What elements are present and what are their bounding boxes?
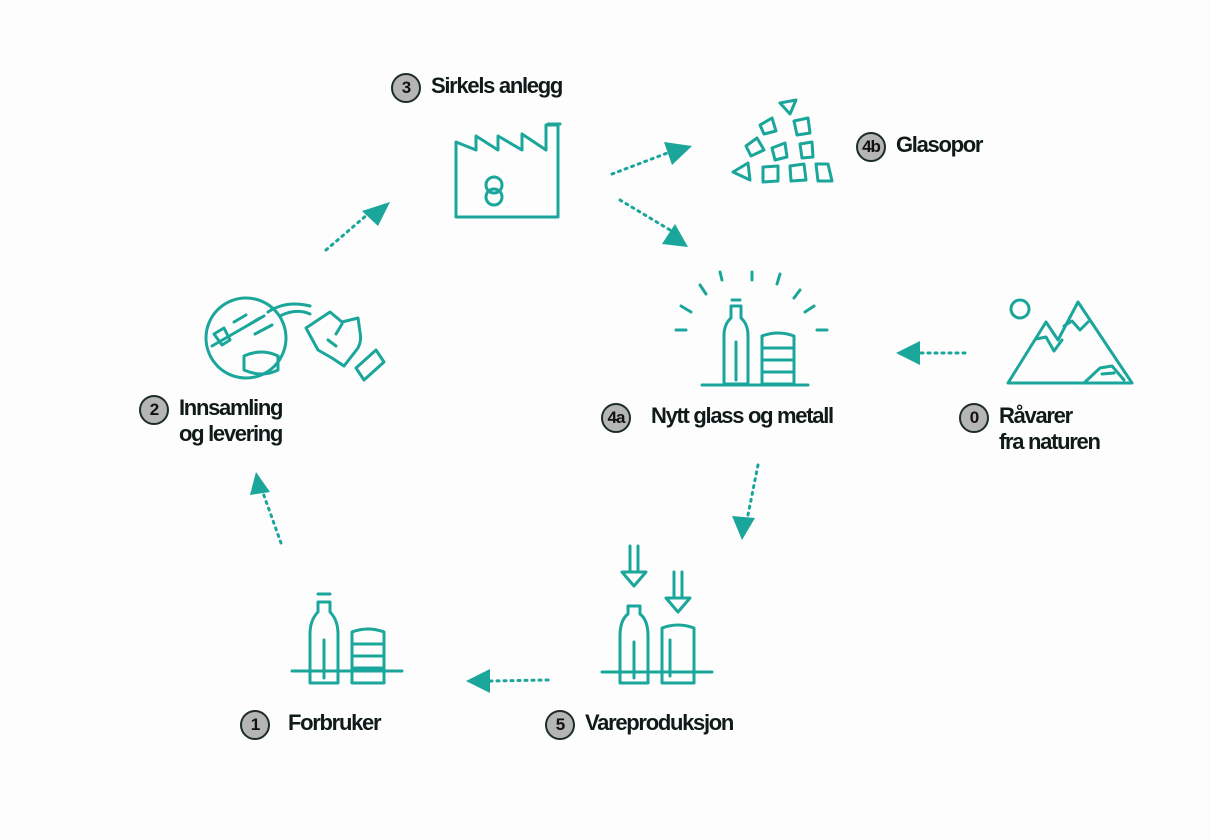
node-2-label-line-1: Innsamling: [179, 395, 283, 420]
step-badge-0: 0: [959, 403, 989, 433]
node-0-label: Råvarer fra naturen: [999, 403, 1101, 455]
node-4a-label: Nytt glass og metall: [651, 403, 834, 429]
node-4b-glasopor: 4b Glasopor: [856, 132, 983, 162]
bottle-and-can-icon: [290, 592, 404, 685]
node-3-label: Sirkels anlegg: [431, 73, 563, 99]
step-badge-1: 1: [240, 710, 270, 740]
flow-arrow-5-to-1: [466, 669, 550, 693]
recycling-bin-hand-icon: [204, 296, 386, 382]
node-1-consumer: 1 Forbruker: [240, 710, 382, 740]
flow-arrow-0-to-4a: [896, 341, 967, 365]
node-4a-label-line-1: Nytt glass og metall: [651, 403, 834, 428]
node-4b-label: Glasopor: [896, 132, 983, 158]
new-bottle-and-can-icon: [674, 270, 829, 387]
step-badge-2: 2: [139, 395, 169, 425]
step-badge-4b: 4b: [856, 132, 886, 162]
filling-bottle-and-can-icon: [600, 544, 714, 685]
node-5-production: 5 Vareproduksjon: [545, 710, 734, 740]
node-3-label-line-1: Sirkels anlegg: [431, 73, 563, 98]
flow-arrow-1-to-2: [250, 472, 283, 545]
node-1-label-line-1: Forbruker: [288, 710, 382, 735]
node-2-collection: 2 Innsamling og levering: [139, 395, 283, 447]
node-0-label-line-2: fra naturen: [999, 429, 1101, 454]
factory-icon: [454, 122, 562, 219]
node-1-label: Forbruker: [288, 710, 382, 736]
flow-arrow-4a-to-5: [732, 463, 760, 540]
node-5-label-line-1: Vareproduksjon: [585, 710, 734, 735]
node-3-plant: 3 Sirkels anlegg: [391, 73, 563, 103]
step-badge-5: 5: [545, 710, 575, 740]
node-0-raw-materials: 0 Råvarer fra naturen: [959, 403, 1101, 455]
glass-shards-icon: [731, 98, 834, 184]
node-4a-new-glass-metal: 4a Nytt glass og metall: [601, 403, 834, 433]
node-4b-label-line-1: Glasopor: [896, 132, 983, 157]
node-2-label-line-2: og levering: [179, 421, 283, 446]
node-2-label: Innsamling og levering: [179, 395, 283, 447]
node-0-label-line-1: Råvarer: [999, 403, 1073, 428]
flow-arrow-2-to-3: [324, 202, 390, 252]
mountains-icon: [1006, 298, 1134, 385]
node-5-label: Vareproduksjon: [585, 710, 734, 736]
flow-arrow-3-to-4a: [618, 198, 688, 247]
step-badge-4a: 4a: [601, 403, 631, 433]
step-badge-3: 3: [391, 73, 421, 103]
flow-arrow-3-to-4b: [610, 142, 692, 176]
